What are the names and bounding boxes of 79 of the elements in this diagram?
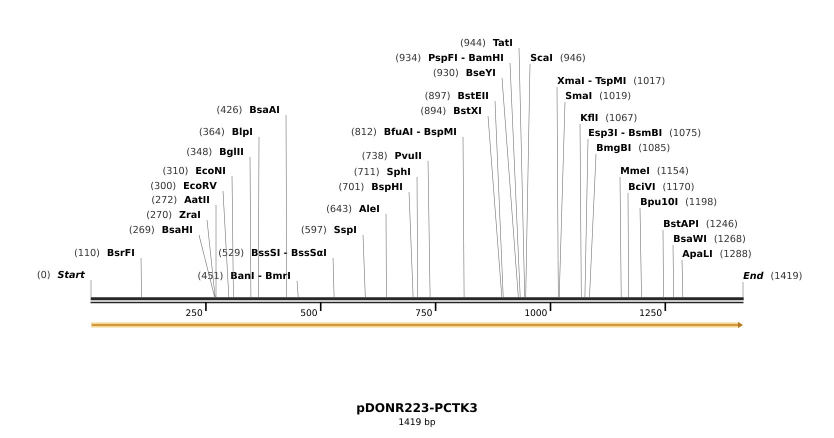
site-label: (894) BstXI bbox=[421, 106, 481, 116]
leader-line bbox=[662, 230, 664, 298]
leader-line bbox=[250, 156, 252, 298]
site-label: (451) BanI - BmrI bbox=[198, 272, 290, 280]
site-label: Bpu10I (1198) bbox=[641, 198, 716, 207]
site-label: (643) AleI bbox=[327, 204, 379, 214]
leader-line bbox=[462, 136, 464, 298]
tick-label: 750 bbox=[416, 309, 432, 316]
leader-line bbox=[206, 220, 216, 298]
tick-label: 500 bbox=[301, 309, 317, 316]
site-label: BmgBI (1085) bbox=[597, 144, 670, 154]
leader-line bbox=[222, 190, 230, 298]
leader-line bbox=[90, 280, 92, 298]
leader-line bbox=[286, 114, 287, 298]
site-label: KflI (1067) bbox=[581, 114, 636, 122]
leader-line bbox=[525, 64, 530, 298]
leader-line bbox=[296, 280, 298, 298]
tick-label: 1250 bbox=[640, 309, 662, 316]
leader-line bbox=[416, 176, 418, 298]
site-label: (272) AatII bbox=[152, 196, 209, 204]
site-label: (348) BglII bbox=[187, 148, 243, 158]
site-label: (270) ZraI bbox=[147, 210, 200, 220]
site-label: (110) BsrFI bbox=[74, 248, 134, 258]
site-label: SmaI (1019) bbox=[566, 92, 630, 100]
site-label: (597) SspI bbox=[302, 226, 356, 235]
site-label: (711) SphI bbox=[354, 168, 410, 177]
site-label: (364) BlpI bbox=[200, 128, 252, 137]
site-label: (812) BfuAI - BspMI bbox=[352, 128, 456, 137]
site-label: BstAPI (1246) bbox=[664, 220, 737, 228]
leader-line bbox=[232, 176, 234, 298]
sequence-length: 1419 bp bbox=[399, 418, 436, 427]
site-label: (934) PspFI - BamHI bbox=[396, 54, 503, 63]
site-label: (269) BsaHI bbox=[130, 226, 192, 234]
leader-line bbox=[258, 136, 260, 298]
tick-label: 1000 bbox=[525, 309, 547, 316]
site-label: BsaWI (1268) bbox=[674, 234, 745, 244]
leader-line bbox=[584, 138, 588, 298]
site-label: XmaI - TspMI (1017) bbox=[557, 76, 664, 86]
leader-line bbox=[494, 100, 504, 298]
leader-line bbox=[198, 234, 215, 298]
leader-line bbox=[386, 214, 387, 298]
leader-line bbox=[742, 282, 744, 298]
site-label: BciVI (1170) bbox=[629, 182, 694, 192]
leader-line bbox=[589, 154, 596, 298]
leader-line bbox=[428, 160, 430, 298]
leader-line bbox=[140, 258, 142, 298]
site-label: (930) BseYI bbox=[434, 68, 495, 78]
leader-line bbox=[510, 62, 520, 298]
site-label: MmeI (1154) bbox=[621, 166, 688, 176]
site-label: (300) EcoRV bbox=[151, 182, 217, 190]
sequence-backbone bbox=[90, 297, 744, 300]
leader-line bbox=[672, 244, 674, 298]
leader-line bbox=[408, 192, 414, 298]
leader-line bbox=[518, 48, 525, 298]
site-label: (738) PvuII bbox=[362, 152, 421, 160]
leader-line bbox=[488, 116, 502, 298]
leader-line bbox=[628, 192, 629, 298]
site-label: (310) EcoNI bbox=[163, 166, 225, 176]
site-label: End (1419) bbox=[743, 272, 802, 280]
leader-line bbox=[332, 258, 334, 298]
leader-line bbox=[580, 124, 582, 298]
leader-line bbox=[556, 86, 559, 298]
map-title: pDONR223-PCTK3 bbox=[357, 403, 477, 414]
leader-line bbox=[362, 234, 366, 298]
leader-line bbox=[682, 260, 684, 298]
site-label: ScaI (946) bbox=[530, 54, 585, 62]
site-label: (897) BstEII bbox=[426, 92, 488, 100]
leader-line bbox=[502, 78, 519, 298]
site-label: (426) BsaAI bbox=[217, 106, 279, 114]
site-label: (701) BspHI bbox=[339, 182, 402, 192]
site-label: Esp3I - BsmBI (1075) bbox=[589, 128, 700, 138]
leader-line bbox=[640, 208, 642, 298]
site-label: ApaLI (1288) bbox=[682, 250, 751, 259]
site-label: (944) TatI bbox=[460, 38, 512, 48]
leader-line bbox=[558, 102, 566, 298]
site-label: (0) Start bbox=[38, 270, 86, 280]
site-label: (529) BssSI - BssSαI bbox=[219, 248, 326, 258]
tick-label: 250 bbox=[186, 309, 202, 316]
leader-line bbox=[620, 176, 622, 298]
